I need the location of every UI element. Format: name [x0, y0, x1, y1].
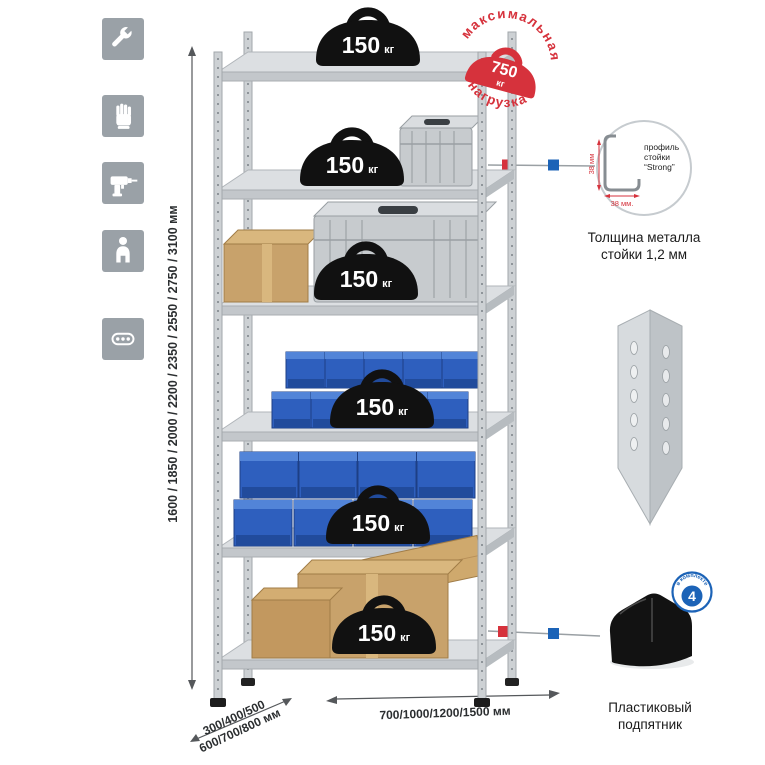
person-icon [116, 236, 130, 263]
profile-caption-line1: Толщина металла [587, 230, 701, 245]
stamp-kettlebell-icon [464, 47, 536, 99]
profile-caption-line2: стойки 1,2 мм [600, 246, 688, 262]
height-dimension-line [188, 46, 196, 690]
drill-icon [110, 176, 138, 197]
rack-foot [241, 678, 255, 686]
profile-label-line2: стойки [644, 152, 670, 162]
sidebar-tile-gloves [102, 95, 144, 137]
svg-text:750: 750 [489, 59, 519, 82]
cardboard-box-shelf3 [222, 229, 324, 303]
profile-detail-callout: 38 мм 38 мм. профиль стойки “Strong” [587, 120, 692, 216]
gloves-icon [116, 103, 132, 129]
callout-connector-top [487, 159, 596, 171]
rack-foot [210, 698, 226, 707]
profile-dim-vertical: 38 мм [587, 154, 596, 175]
foot-caption-line1: Пластиковый [608, 700, 692, 715]
sidebar-tile-person [102, 230, 144, 272]
corner-post-image [617, 309, 683, 526]
sidebar-tile-tools [102, 18, 144, 60]
quantity-badge: в комплекте 4 [671, 571, 713, 613]
blue-marker-top [548, 159, 559, 171]
callout-connector-bottom [487, 626, 601, 639]
height-dimension-label: 1600 / 1850 / 2000 / 2200 / 2350 / 2550 … [166, 205, 180, 523]
profile-label-line1: профиль [644, 142, 680, 152]
profile-dim-horizontal: 38 мм. [611, 199, 634, 208]
perforated-profile-icon [111, 332, 135, 346]
aluminium-case-small [398, 115, 486, 187]
red-marker-bottom [498, 626, 509, 637]
sidebar-tile-profile [102, 318, 144, 360]
svg-text:кг: кг [495, 77, 506, 89]
blue-marker-bottom [548, 628, 559, 639]
rack-foot [474, 698, 490, 707]
svg-text:4: 4 [688, 588, 696, 604]
profile-label-line3: “Strong” [644, 162, 675, 172]
sidebar-tile-drill [102, 162, 144, 204]
shelving-rack [210, 31, 519, 707]
profile-caption: Толщина металла стойки 1,2 мм [582, 230, 706, 264]
wrench-icon [112, 27, 132, 47]
plastic-foot-image [609, 593, 694, 669]
foot-caption-line2: подпятник [617, 716, 683, 732]
foot-caption: Пластиковый подпятник [586, 700, 714, 734]
depth-dimension-line [190, 698, 292, 742]
width-dimension-line [326, 690, 560, 704]
rack-foot [505, 678, 519, 686]
post-profile-sketch [603, 134, 641, 192]
